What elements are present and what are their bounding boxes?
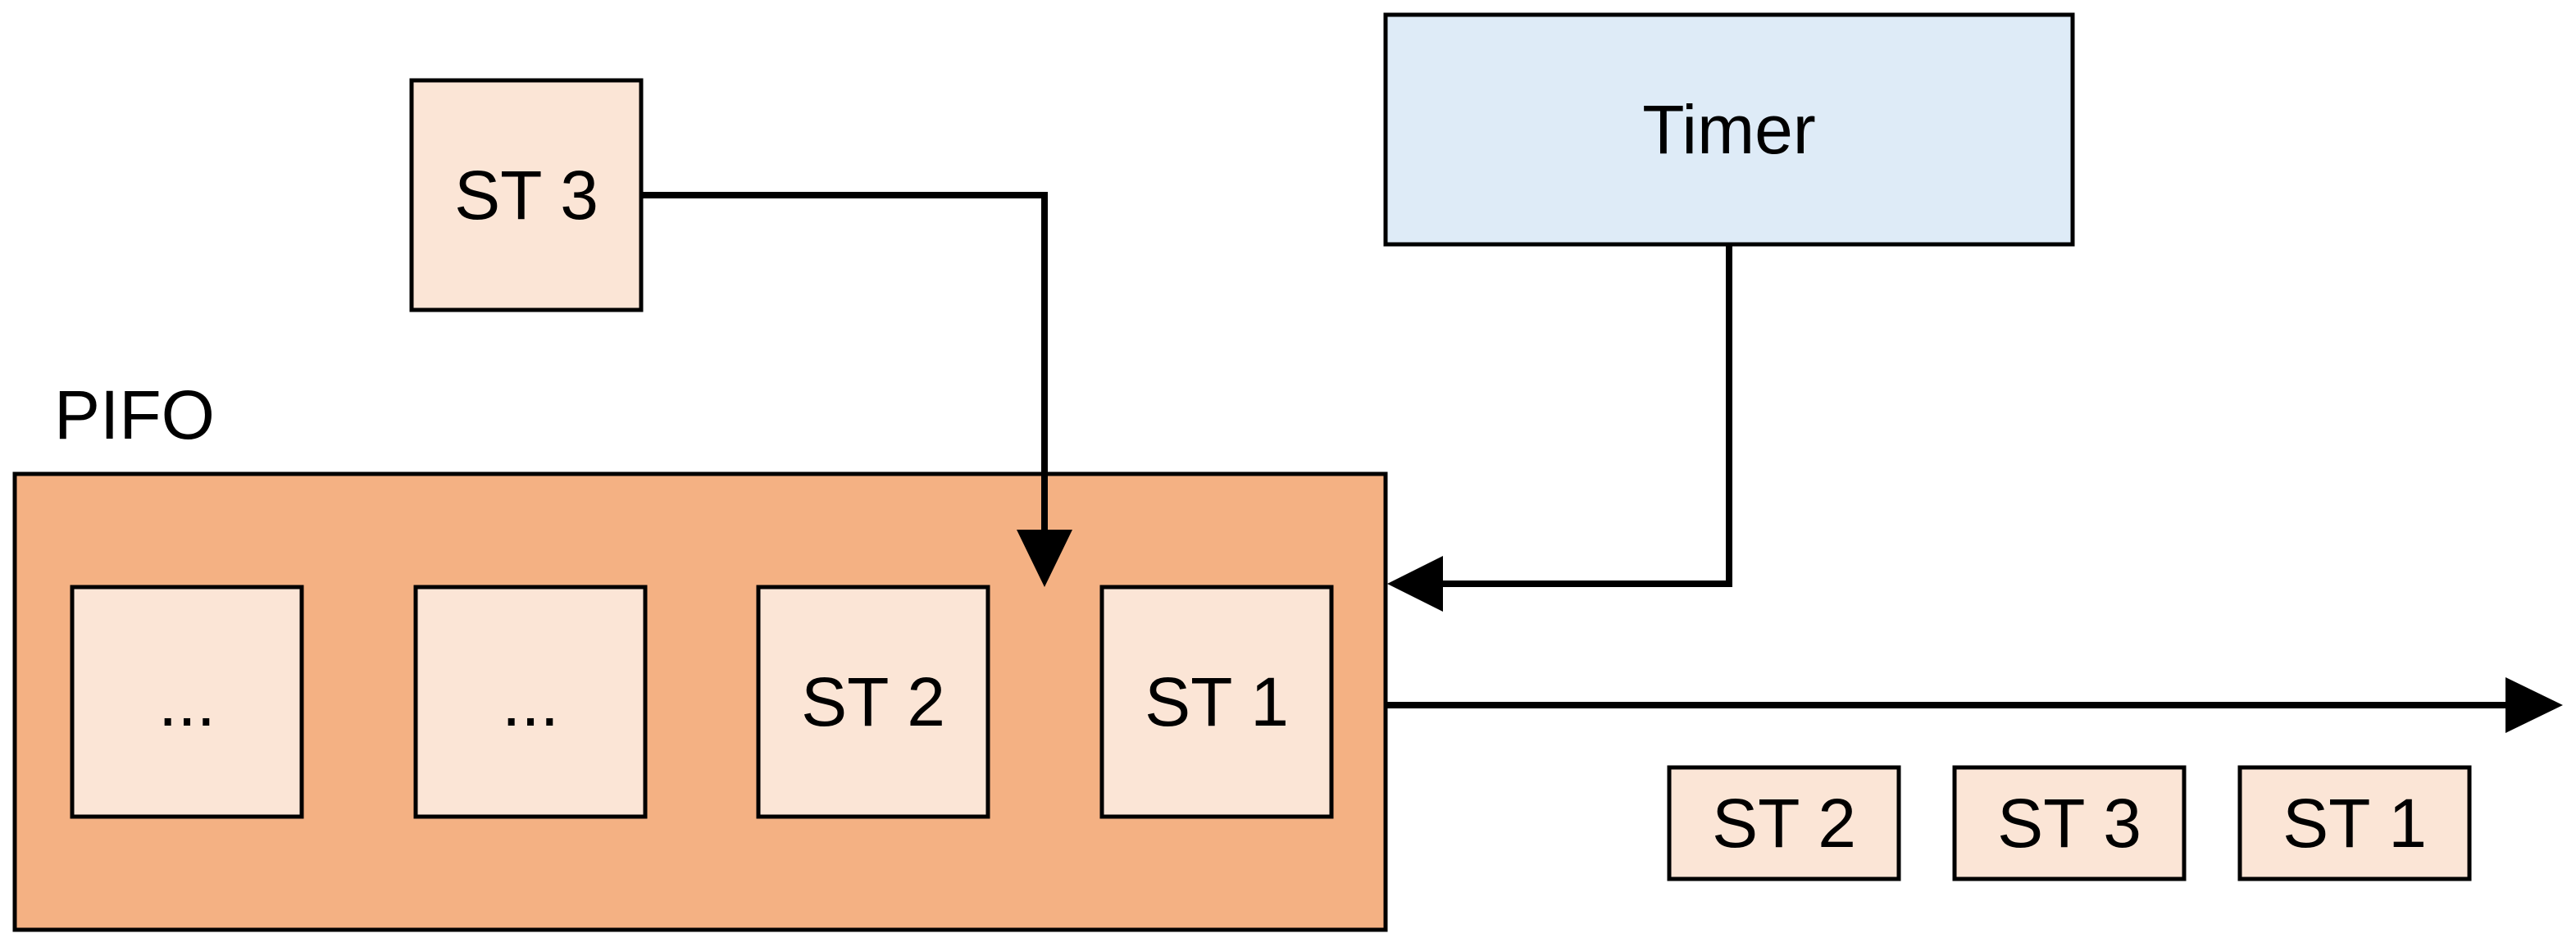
timer-arrow-line (1440, 244, 1732, 587)
output-arrowhead (2505, 677, 2563, 733)
output-cell-2-label: ST 3 (1997, 785, 2141, 862)
timer-arrow (1387, 244, 1732, 612)
output-cell-1-label: ST 2 (1712, 785, 1856, 862)
pifo-queue: ... ... ST 2 ST 1 (12, 471, 1388, 932)
pifo-cell-4-label: ST 1 (1145, 663, 1289, 740)
insert-arrowhead (1017, 530, 1072, 587)
pifo-cell-2-label: ... (502, 663, 559, 740)
output-cell-2 (1952, 765, 2187, 881)
pifo-cell-1-label: ... (158, 663, 216, 740)
pifo-label: PIFO (54, 376, 215, 453)
output-sequence: ST 2 ST 3 ST 1 (1667, 765, 2472, 881)
insert-arrow-line (641, 192, 1048, 533)
incoming-cell (409, 78, 644, 312)
output-cell-1 (1667, 765, 1901, 881)
timer-arrowhead (1387, 556, 1443, 612)
output-arrow (1386, 677, 2563, 733)
pifo-cell-4 (1099, 585, 1334, 819)
timer-label: Timer (1642, 91, 1816, 168)
timer-block: Timer (1383, 12, 2075, 247)
pifo-cell-2 (413, 585, 648, 819)
incoming-element: ST 3 (409, 78, 644, 312)
insert-arrow (641, 192, 1072, 587)
output-cell-3 (2237, 765, 2472, 881)
pifo-cell-1 (70, 585, 304, 819)
pifo-cell-3-label: ST 2 (801, 663, 945, 740)
pifo-cell-3 (756, 585, 990, 819)
timer-box (1383, 12, 2075, 247)
output-cell-3-label: ST 1 (2282, 785, 2427, 862)
incoming-label: ST 3 (454, 157, 598, 234)
